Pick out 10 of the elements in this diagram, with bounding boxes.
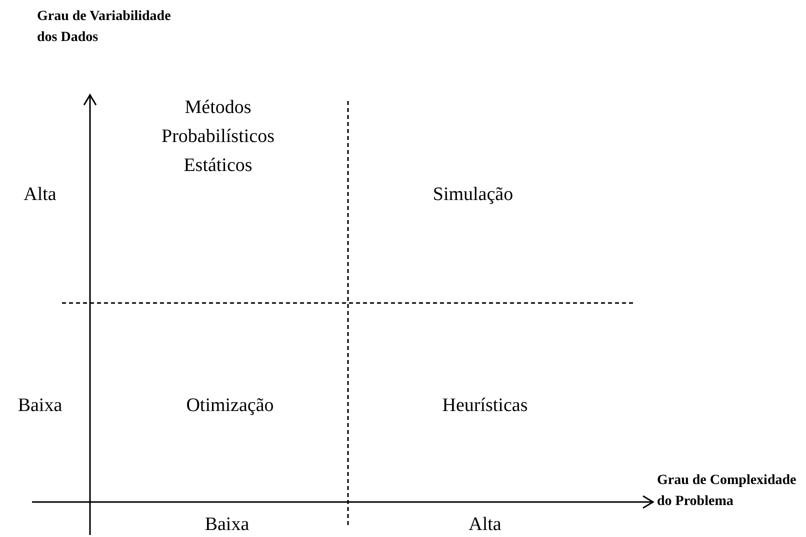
quadrant-label: Métodos Probabilísticos Estáticos bbox=[160, 96, 276, 178]
quadrant-label: Simulação bbox=[432, 183, 514, 207]
quadrant-label: Heurísticas bbox=[441, 394, 529, 418]
row-label: Baixa bbox=[16, 394, 64, 418]
quadrant-label: Otimização bbox=[185, 394, 275, 418]
y-axis-title: Grau de Variabilidade dos Dados bbox=[37, 8, 172, 47]
column-label: Baixa bbox=[204, 513, 250, 537]
row-label: Alta bbox=[22, 183, 58, 207]
column-label: Alta bbox=[468, 513, 502, 537]
x-axis-title: Grau de Complexidade do Problema bbox=[657, 472, 798, 511]
